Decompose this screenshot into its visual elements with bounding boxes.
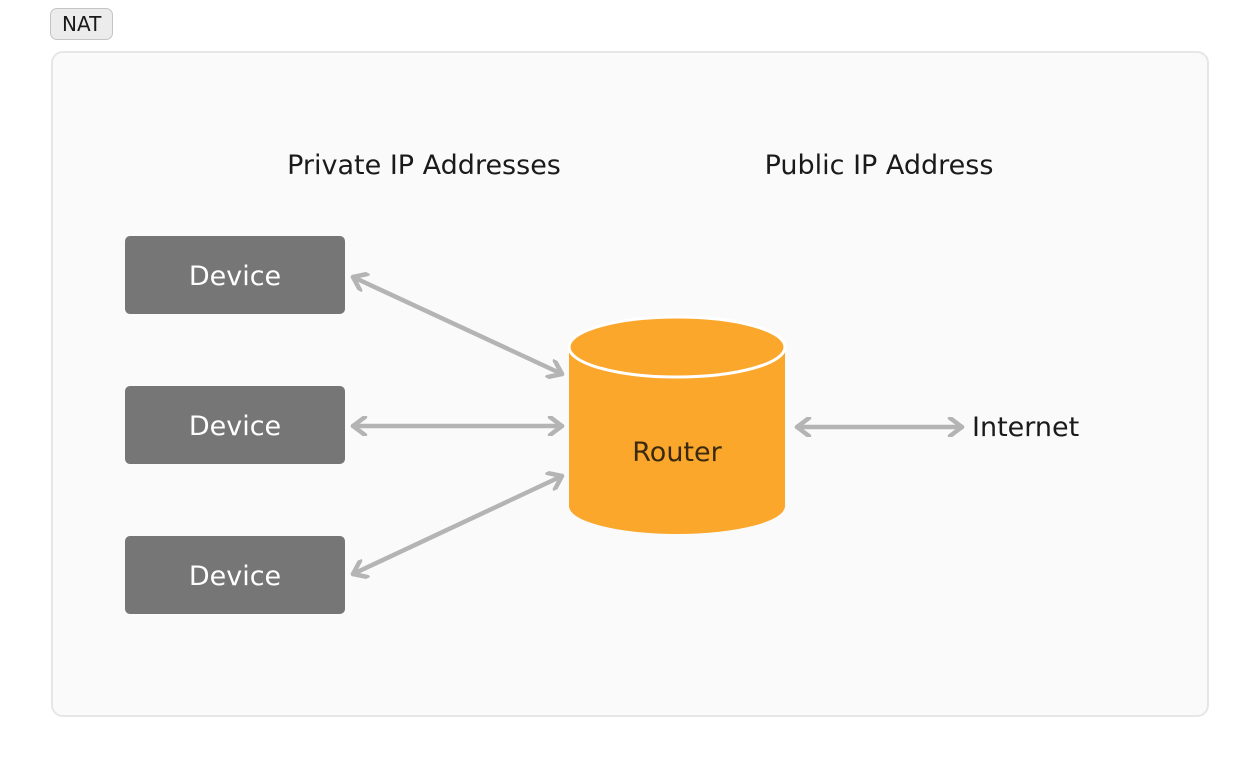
router-node: Router [567, 315, 787, 534]
device3-router-arrow [350, 476, 565, 574]
device1-router-arrow [350, 277, 565, 374]
internet-label: Internet [972, 412, 1079, 443]
nat-tag: NAT [50, 8, 114, 40]
device-label: Device [189, 411, 281, 442]
device-label: Device [189, 261, 281, 292]
device-label: Device [189, 561, 281, 592]
private-ip-heading: Private IP Addresses [287, 150, 561, 181]
router-label: Router [632, 437, 722, 468]
device-node-2: Device [125, 386, 345, 464]
device-node-3: Device [125, 536, 345, 614]
public-ip-heading: Public IP Address [765, 150, 994, 181]
device-node-1: Device [125, 236, 345, 314]
